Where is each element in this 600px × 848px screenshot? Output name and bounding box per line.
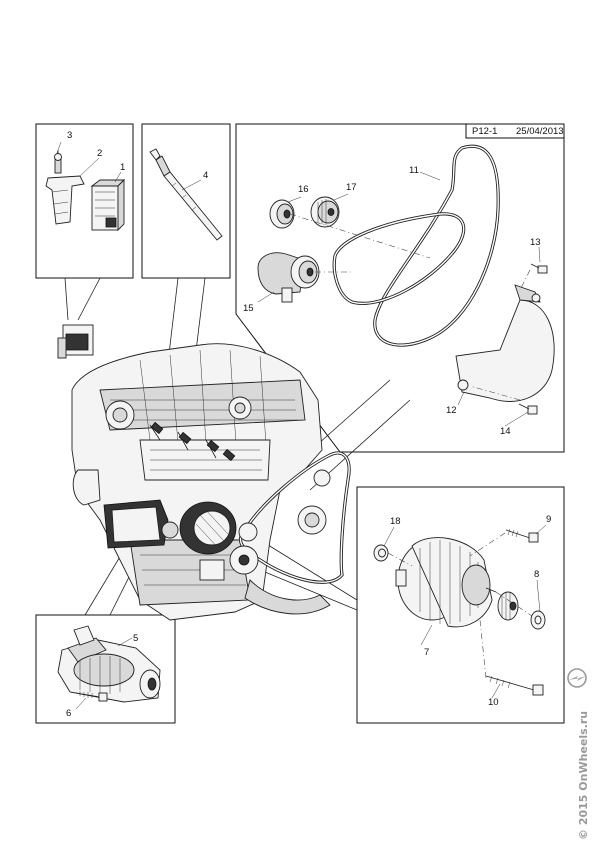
module-installed <box>57 324 94 359</box>
opel-blitz-logo-icon <box>567 668 587 688</box>
callout-6: 6 <box>66 708 71 719</box>
callout-7: 7 <box>424 647 429 658</box>
pulley-cap <box>530 610 546 630</box>
callout-15: 15 <box>243 303 254 314</box>
starter-bolt <box>75 691 108 702</box>
copyright-watermark: © 2015 OnWheels.ru <box>577 711 590 840</box>
bolt-9 <box>505 528 539 543</box>
bolt-10 <box>485 675 544 696</box>
page-reference: P12-1 <box>472 126 497 137</box>
callout-2: 2 <box>97 148 102 159</box>
belt-cover <box>455 284 555 402</box>
callout-5: 5 <box>133 633 138 644</box>
callout-8: 8 <box>534 569 539 580</box>
engine-belt-drive <box>229 451 351 615</box>
drive-belt <box>332 144 500 347</box>
pulley-17 <box>310 196 340 228</box>
callout-13: 13 <box>530 237 541 248</box>
tensioner-assembly <box>257 252 320 303</box>
callout-12: 12 <box>446 405 457 416</box>
alternator-installed <box>179 501 237 555</box>
callout-16: 16 <box>298 184 309 195</box>
revision-date: 25/04/2013 <box>516 126 564 137</box>
frame-glow-plug-detail <box>141 123 231 279</box>
alternator <box>395 537 497 628</box>
starter-installed <box>103 499 225 581</box>
bolt-13 <box>530 263 548 274</box>
frame-header-tab <box>465 123 565 139</box>
spacer-ring <box>373 544 389 562</box>
callout-10: 10 <box>488 697 499 708</box>
callout-4: 4 <box>203 170 208 181</box>
callout-9: 9 <box>546 514 551 525</box>
starter-motor <box>57 625 161 703</box>
frame-starter-detail <box>35 614 176 724</box>
callout-11: 11 <box>409 165 419 176</box>
callout-1: 1 <box>120 162 125 173</box>
callout-17: 17 <box>346 182 357 193</box>
idler-pulley <box>269 199 295 229</box>
glow-plug <box>149 148 223 241</box>
frame-alternator-detail <box>356 486 565 724</box>
engine-assembly <box>71 343 323 621</box>
bolt-14 <box>518 403 538 415</box>
callout-3: 3 <box>67 130 72 141</box>
alternator-pulley <box>497 591 519 621</box>
frame-module-detail <box>35 123 134 279</box>
callout-18: 18 <box>390 516 401 527</box>
callout-14: 14 <box>500 426 511 437</box>
control-module-assembly <box>45 150 126 232</box>
